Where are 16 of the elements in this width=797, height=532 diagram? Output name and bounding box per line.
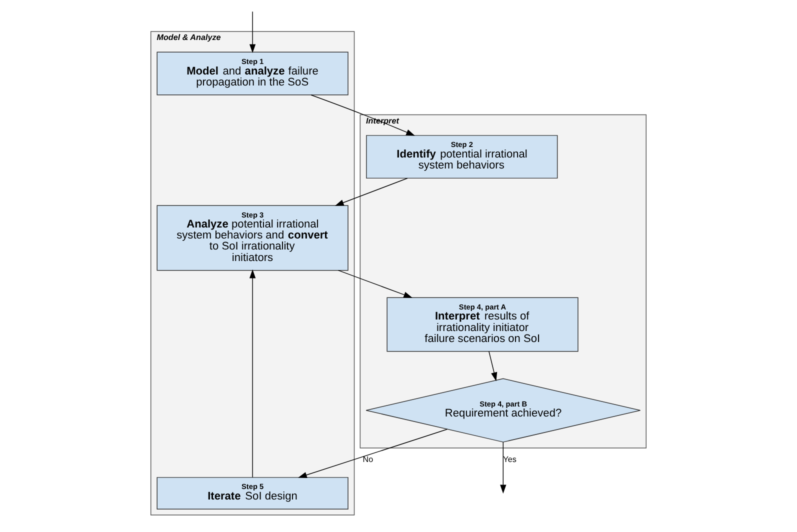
- arrow: [500, 442, 506, 494]
- arrow: [310, 94, 415, 136]
- arrow: [249, 11, 256, 54]
- node-box: Step 3 Analyze potential irrational system behaviors and convert to SoI irrationality initiators: [156, 205, 348, 271]
- arrow: [338, 270, 413, 298]
- node-box: Step 4, part A Interpret results of irrationality initiator failure scenarios on SoI: [386, 297, 578, 352]
- edge-label: Yes: [503, 454, 516, 464]
- node-diamond: Step 4, part B Requirement achieved?: [366, 378, 641, 442]
- arrow: [249, 269, 256, 478]
- arrow: [298, 428, 448, 478]
- node-box: Step 1 Model and analyze failure propagation in the SoS: [156, 52, 348, 96]
- arrow: [334, 178, 408, 206]
- edge-label: No: [362, 454, 374, 464]
- arrow: [488, 351, 498, 382]
- node-box: Step 2 Identify potential irrational system behaviors: [366, 135, 558, 179]
- node-box: Step 5 Iterate SoI design: [156, 477, 348, 510]
